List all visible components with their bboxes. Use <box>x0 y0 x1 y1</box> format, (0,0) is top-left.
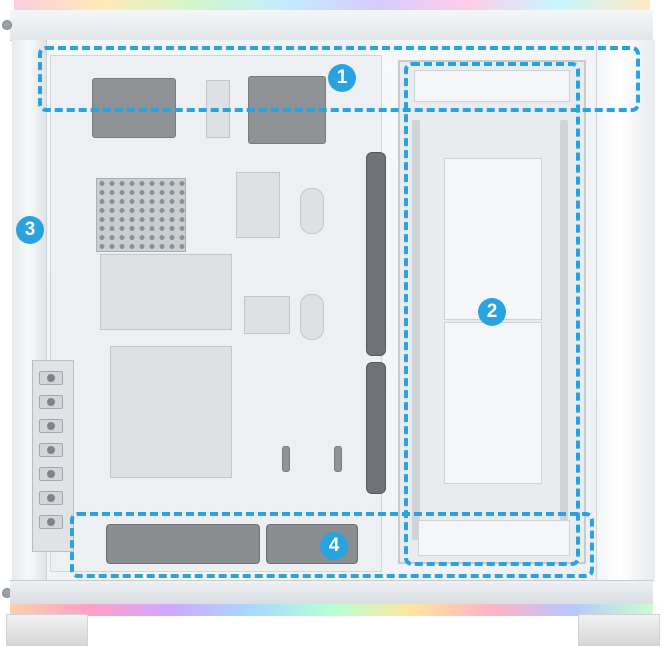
case-foot-left <box>6 614 88 646</box>
rubber-grommet-upper <box>366 152 386 356</box>
cable-grommet <box>300 188 324 234</box>
top-rgb-strip <box>14 0 650 10</box>
pcie-slot-bracket <box>32 360 74 552</box>
pcie-slot-cover <box>39 491 63 505</box>
pcie-slot-cover <box>39 467 63 481</box>
tray-panel <box>110 346 232 478</box>
fan-rail-slot <box>560 120 568 540</box>
top-panel-rail <box>10 10 653 41</box>
zone-2-outline <box>404 62 580 566</box>
callout-badge-3: 3 <box>16 216 44 244</box>
fan-mount-panel <box>444 322 542 484</box>
thumbscrew-top <box>2 20 12 30</box>
fan-rail-slot <box>412 120 420 540</box>
cable-slot <box>334 446 342 472</box>
callout-badge-1: 1 <box>328 64 356 92</box>
pcie-slot-cover <box>39 443 63 457</box>
pcie-slot-cover <box>39 395 63 409</box>
bottom-panel-rail <box>10 580 653 605</box>
zone-1-outline <box>38 46 640 112</box>
cable-slot <box>282 446 290 472</box>
pcie-slot-cover <box>39 371 63 385</box>
pcie-slot-cover <box>39 515 63 529</box>
fan-mount-top <box>414 70 570 102</box>
callout-badge-2: 2 <box>478 298 506 326</box>
drive-bracket <box>236 172 280 238</box>
cpu-backplate-cutout <box>100 254 232 330</box>
pcie-slot-cover <box>39 419 63 433</box>
fan-mount-bottom <box>418 520 570 556</box>
cable-grommet <box>300 294 324 340</box>
zone-4-outline <box>70 512 594 578</box>
ssd-mount-plate <box>96 178 186 252</box>
case-foot-right <box>578 614 660 646</box>
callout-badge-4: 4 <box>320 532 348 560</box>
bottom-rgb-strip <box>10 604 653 616</box>
rubber-grommet-lower <box>366 362 386 494</box>
psu-shroud-vent <box>106 524 260 564</box>
drive-bracket <box>244 296 290 334</box>
front-glass-panel <box>596 40 655 582</box>
